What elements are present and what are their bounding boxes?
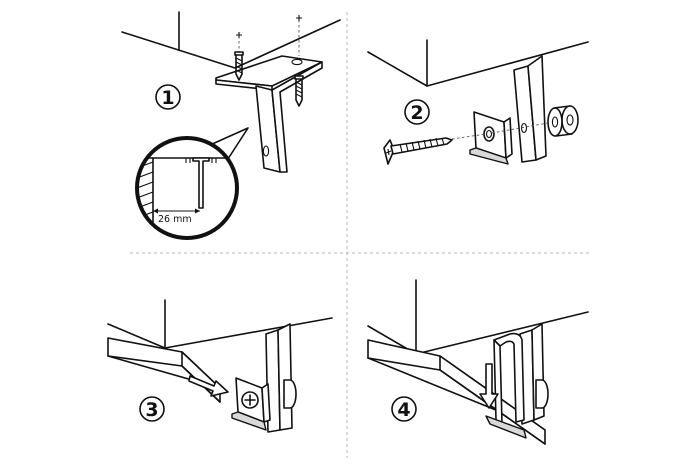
screw-icon: [294, 15, 304, 107]
bracket-vertical-side: [271, 61, 323, 173]
bracket-slot: [520, 122, 528, 134]
step-2-badge: [404, 99, 430, 125]
step-3-badge: [139, 396, 165, 422]
clip-side: [261, 383, 271, 423]
down-arrow-icon: [479, 363, 499, 409]
step-1-panel: 26 mm 1: [121, 11, 341, 240]
clip-bottom: [231, 411, 267, 431]
cabinet-underside: [107, 317, 333, 349]
step-1-badge: [155, 84, 181, 110]
step-3-number: 3: [145, 399, 158, 421]
bracket-slot: [262, 145, 270, 157]
cabinet-underside: [367, 41, 589, 87]
clip-hole: [483, 126, 495, 142]
clip-plate: [493, 339, 503, 425]
spacer-back: [547, 107, 563, 137]
spacer-face: [561, 105, 579, 135]
bracket-vertical-side: [527, 55, 547, 161]
step-2-panel: 2: [367, 39, 589, 165]
zoom-detail: 26 mm: [137, 157, 237, 238]
cabinet-underside: [121, 19, 341, 69]
screw-icon: [383, 137, 453, 165]
bracket-vertical-side: [277, 323, 293, 431]
clip-bottom: [485, 415, 527, 439]
clip-hook: [493, 332, 525, 423]
slide-arrow-icon: [188, 375, 229, 397]
step-2-number: 2: [410, 102, 423, 124]
dimension-label: 26 mm: [158, 214, 192, 225]
step-4-badge: [391, 396, 417, 422]
screw-icon: [234, 32, 244, 81]
step-4-number: 4: [397, 399, 410, 421]
clip-bottom: [469, 147, 509, 165]
clip-side: [503, 117, 513, 159]
step-1-number: 1: [161, 87, 174, 109]
spacer-behind: [283, 379, 297, 409]
bracket-hole: [291, 58, 303, 66]
step-3-panel: 3: [107, 299, 333, 433]
step-4-panel: 4: [367, 279, 589, 445]
spacer-behind: [535, 379, 549, 409]
